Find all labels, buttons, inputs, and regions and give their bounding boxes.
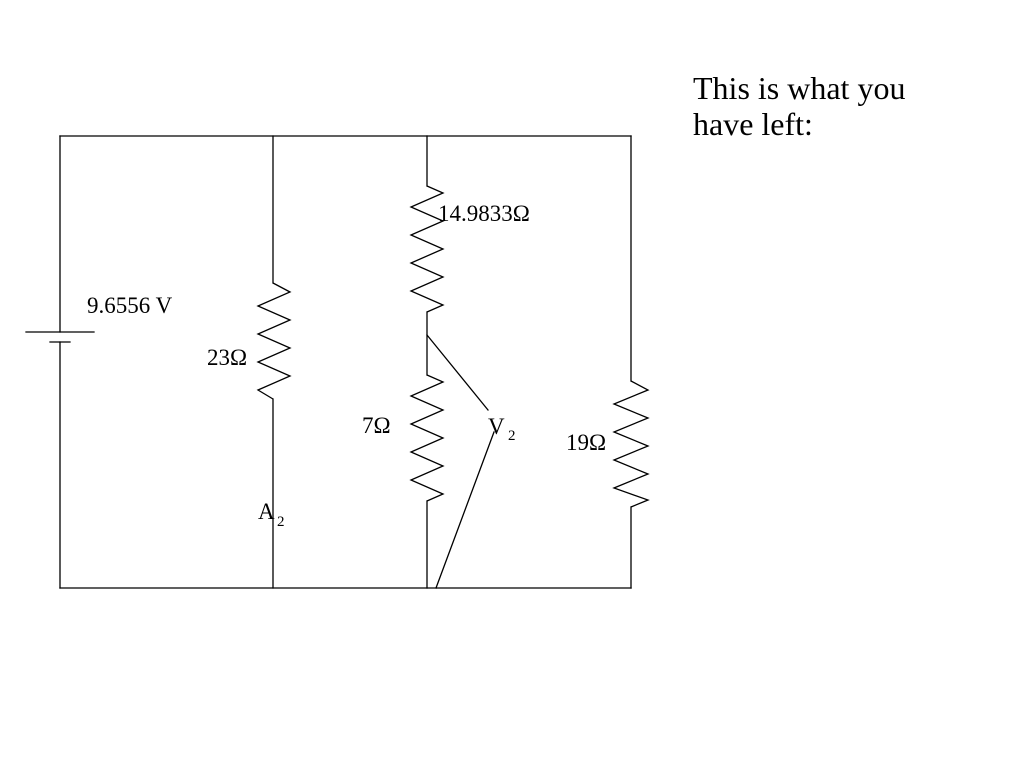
battery-voltage-label: 9.6556 V [87, 293, 173, 318]
resistor-23-ohm [256, 282, 292, 400]
battery-symbol [25, 331, 95, 343]
voltmeter-lead-bottom [435, 431, 495, 589]
resistor-7-ohm-label: 7Ω [362, 413, 391, 438]
slide-caption: This is what you have left: [693, 70, 993, 142]
resistor-23-ohm-label: 23Ω [207, 345, 247, 370]
caption-line-1: This is what you [693, 70, 906, 106]
resistor-7-ohm [409, 374, 445, 502]
resistor-14-9833-ohm [409, 185, 445, 313]
ammeter-letter: A [258, 499, 275, 524]
caption-line-2: have left: [693, 106, 813, 142]
voltmeter-label: V 2 [488, 414, 516, 444]
voltmeter-subscript: 2 [508, 428, 516, 444]
resistor-14-9833-ohm-label: 14.9833Ω [438, 201, 530, 226]
ammeter-subscript: 2 [277, 514, 285, 530]
ammeter-label: A 2 [258, 499, 285, 530]
resistor-19-ohm-label: 19Ω [566, 430, 606, 455]
voltmeter-letter: V [488, 414, 505, 439]
voltmeter-lead-top [426, 334, 489, 411]
resistor-19-ohm [612, 380, 650, 508]
